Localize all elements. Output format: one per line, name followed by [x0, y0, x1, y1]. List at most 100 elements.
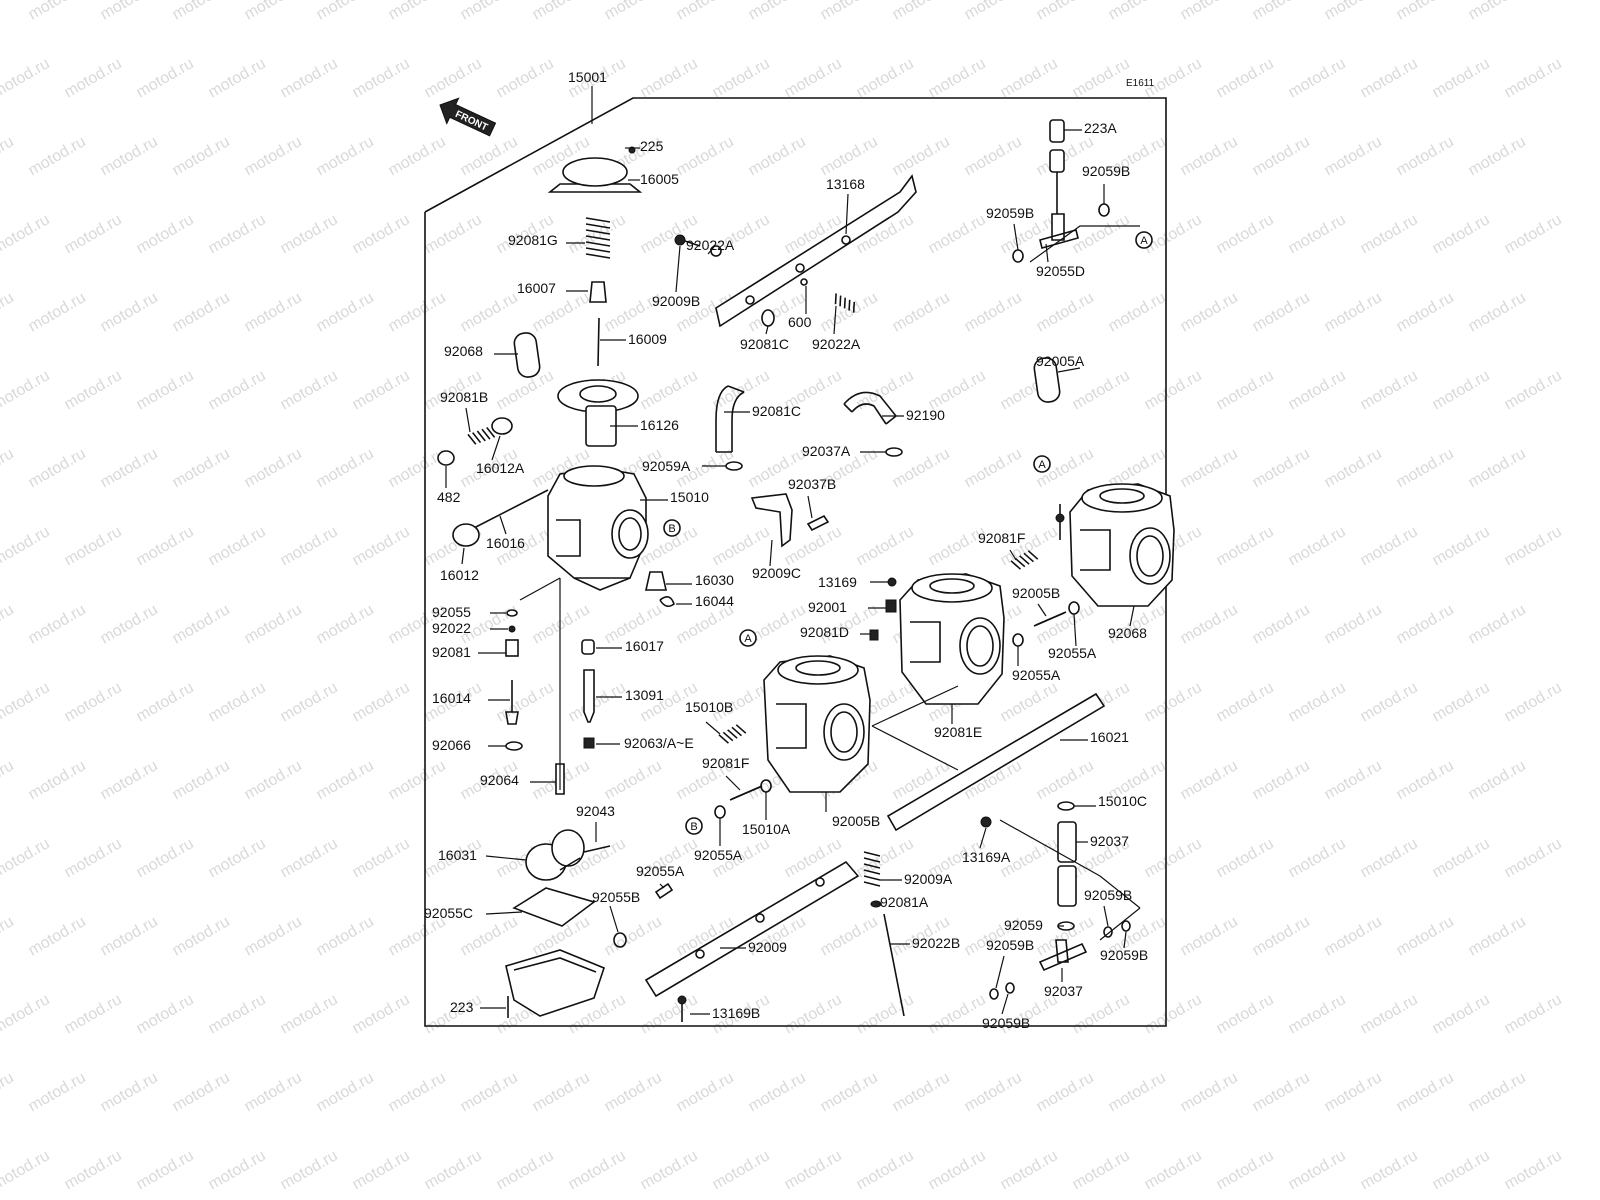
- watermark-text: motod.ru: [566, 679, 629, 725]
- watermark-text: motod.ru: [1214, 835, 1277, 881]
- watermark-text: motod.ru: [350, 367, 413, 413]
- watermark-text: motod.ru: [1466, 1069, 1529, 1115]
- watermark-text: motod.ru: [314, 445, 377, 491]
- gasket-92055c-shape: [512, 887, 596, 927]
- callout-letter: A: [744, 633, 752, 645]
- part-label-92043: 92043: [576, 803, 615, 819]
- watermark-text: motod.ru: [1358, 367, 1421, 413]
- part-label-92022a: 92022A: [812, 336, 861, 352]
- float-valve-shape: [645, 571, 667, 591]
- watermark-text: motod.ru: [1322, 913, 1385, 959]
- watermark-text: motod.ru: [602, 1069, 665, 1115]
- leader-line-92037b: [807, 495, 813, 519]
- leader-line-92005a: [1057, 367, 1081, 373]
- callout-a: A: [1033, 455, 1051, 473]
- leader-line-13169a: [979, 827, 987, 849]
- watermark-text: motod.ru: [1466, 913, 1529, 959]
- callout-circle: [1135, 231, 1153, 249]
- watermark-text: motod.ru: [818, 0, 881, 23]
- watermark-text: motod.ru: [1430, 991, 1493, 1037]
- watermark-text: motod.ru: [458, 289, 521, 335]
- callout-a: A: [739, 629, 757, 647]
- watermark-text: motod.ru: [242, 1069, 305, 1115]
- watermark-text: motod.ru: [818, 1069, 881, 1115]
- watermark-text: motod.ru: [1502, 211, 1565, 257]
- watermark-text: motod.ru: [314, 913, 377, 959]
- watermark-text: motod.ru: [314, 757, 377, 803]
- watermark-text: motod.ru: [962, 133, 1025, 179]
- part-label-92055a: 92055A: [636, 863, 685, 879]
- plug-92063-shape: [583, 737, 595, 749]
- part-label-92009b: 92009B: [652, 293, 700, 309]
- carb-body-15010: [547, 465, 649, 591]
- clip-92037-top-shape: [1057, 801, 1075, 811]
- watermark-text: motod.ru: [1322, 133, 1385, 179]
- part-label-92009a: 92009A: [904, 871, 953, 887]
- leader-line-92005b: [1037, 603, 1047, 617]
- top-cover-dome: [562, 157, 628, 187]
- watermark-text: motod.ru: [422, 211, 485, 257]
- watermark-text: motod.ru: [1466, 601, 1529, 647]
- watermark-text: motod.ru: [0, 679, 53, 725]
- part-label-92081f: 92081F: [702, 755, 749, 771]
- watermark-text: motod.ru: [1214, 211, 1277, 257]
- watermark-text: motod.ru: [278, 835, 341, 881]
- jet-13091-shape: [583, 669, 595, 723]
- watermark-text: motod.ru: [1070, 55, 1133, 101]
- part-label-92009: 92009: [748, 939, 787, 955]
- watermark-text: motod.ru: [386, 0, 449, 23]
- part-label-13169b: 13169B: [712, 1005, 760, 1021]
- part-label-482: 482: [437, 489, 461, 505]
- watermark-text: motod.ru: [0, 913, 17, 959]
- part-label-92055: 92055: [432, 604, 471, 620]
- watermark-text: motod.ru: [1430, 1147, 1493, 1193]
- watermark-text: motod.ru: [890, 1069, 953, 1115]
- watermark-text: motod.ru: [278, 55, 341, 101]
- part-label-92081c: 92081C: [752, 403, 801, 419]
- watermark-text: motod.ru: [350, 523, 413, 569]
- spring-92081f-lower-shape: [718, 724, 747, 744]
- watermark-text: motod.ru: [1358, 991, 1421, 1037]
- watermark-text: motod.ru: [1106, 0, 1169, 23]
- bracket-13169-shape: [750, 493, 793, 548]
- watermark-text: motod.ru: [1250, 133, 1313, 179]
- watermark-text: motod.ru: [1142, 679, 1205, 725]
- watermark-text: motod.ru: [278, 523, 341, 569]
- leader-line-16012a: [491, 435, 501, 461]
- leader-line-92081b: [465, 407, 471, 433]
- watermark-text: motod.ru: [314, 289, 377, 335]
- watermark-text: motod.ru: [0, 211, 53, 257]
- watermark-text: motod.ru: [782, 1147, 845, 1193]
- watermark-text: motod.ru: [134, 211, 197, 257]
- o-ring-92055a-mid-shape: [1012, 633, 1024, 647]
- cap-92068-left-shape: [513, 332, 541, 378]
- watermark-text: motod.ru: [1466, 0, 1529, 23]
- watermark-text: motod.ru: [26, 601, 89, 647]
- watermark-text: motod.ru: [350, 1147, 413, 1193]
- part-label-16014: 16014: [432, 690, 471, 706]
- watermark-text: motod.ru: [134, 523, 197, 569]
- leader-line-13168: [845, 193, 849, 235]
- callout-circle: [739, 629, 757, 647]
- watermark-text: motod.ru: [350, 679, 413, 725]
- watermark-text: motod.ru: [386, 757, 449, 803]
- watermark-text: motod.ru: [1322, 0, 1385, 23]
- watermark-text: motod.ru: [1502, 679, 1565, 725]
- part-label-92063-a-e: 92063/A~E: [624, 735, 694, 751]
- spring-92081c-shape: [834, 293, 856, 313]
- watermark-text: motod.ru: [26, 1069, 89, 1115]
- watermark-text: motod.ru: [170, 757, 233, 803]
- bracket-13169a-shape: [886, 692, 1106, 832]
- part-label-16009: 16009: [628, 331, 667, 347]
- watermark-text: motod.ru: [98, 289, 161, 335]
- watermark-text: motod.ru: [890, 133, 953, 179]
- part-label-92059a: 92059A: [642, 458, 691, 474]
- watermark-text: motod.ru: [98, 445, 161, 491]
- watermark-text: motod.ru: [242, 445, 305, 491]
- watermark-text: motod.ru: [710, 55, 773, 101]
- part-label-13169a: 13169A: [962, 849, 1011, 865]
- watermark-text: motod.ru: [350, 835, 413, 881]
- watermark-text: motod.ru: [134, 55, 197, 101]
- watermark-text: motod.ru: [26, 913, 89, 959]
- leader-line-92059b: [1103, 905, 1109, 927]
